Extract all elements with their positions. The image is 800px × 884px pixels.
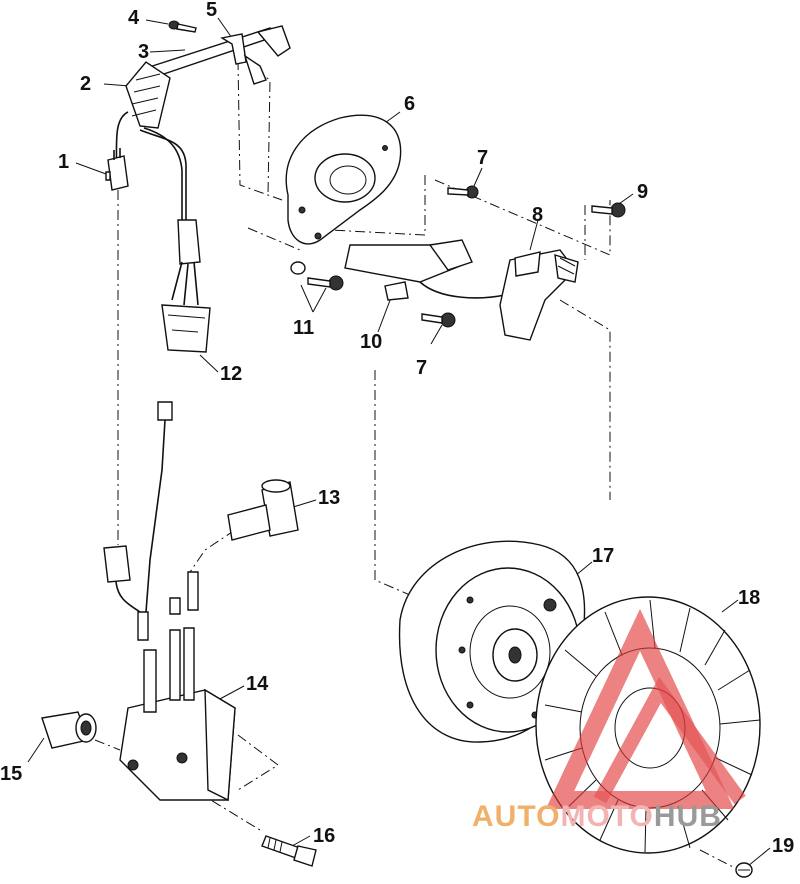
watermark-logo-icon <box>545 608 746 809</box>
wire-harness <box>115 111 201 306</box>
watermark-auto: AUTO <box>472 800 561 833</box>
callout-10: 10 <box>360 331 383 353</box>
callout-7-top: 7 <box>477 147 489 169</box>
connector-12 <box>161 304 211 353</box>
callout-9: 9 <box>637 181 649 203</box>
leader-lines <box>27 17 771 867</box>
spark-plug-cap-13 <box>227 479 299 541</box>
bolt-16 <box>261 835 317 867</box>
regulator-2 <box>125 61 171 129</box>
callout-11: 11 <box>293 317 315 339</box>
callout-17: 17 <box>592 545 615 567</box>
stator-plate-6 <box>285 114 402 245</box>
watermark-hub: HUB <box>653 800 722 833</box>
callout-3: 3 <box>138 41 150 63</box>
pickup-coil-8 <box>499 249 579 341</box>
coil-wiring <box>103 401 173 613</box>
callout-18: 18 <box>738 587 761 609</box>
screw-4 <box>168 20 197 33</box>
callout-14: 14 <box>246 673 269 695</box>
bushing-15 <box>41 711 97 749</box>
callout-8: 8 <box>532 204 544 226</box>
callout-15: 15 <box>0 763 23 785</box>
callout-5: 5 <box>206 0 218 21</box>
callout-1: 1 <box>58 151 70 173</box>
pickup-bracket-10 <box>344 239 506 301</box>
callout-13: 13 <box>318 487 341 509</box>
ignition-coil-14 <box>119 571 236 802</box>
watermark-text: AUTOMOTOHUB <box>472 800 722 834</box>
connector-1 <box>105 148 129 191</box>
callout-7-bottom: 7 <box>416 357 428 379</box>
screws <box>290 185 626 328</box>
callout-19: 19 <box>772 835 795 857</box>
screw-19 <box>735 862 753 878</box>
callout-6: 6 <box>404 93 416 115</box>
ignition-rod <box>138 25 291 85</box>
callout-2: 2 <box>80 73 92 95</box>
watermark-moto: MOTO <box>560 800 654 833</box>
callout-12: 12 <box>220 363 243 385</box>
callout-4: 4 <box>128 7 140 29</box>
callout-16: 16 <box>313 825 336 847</box>
